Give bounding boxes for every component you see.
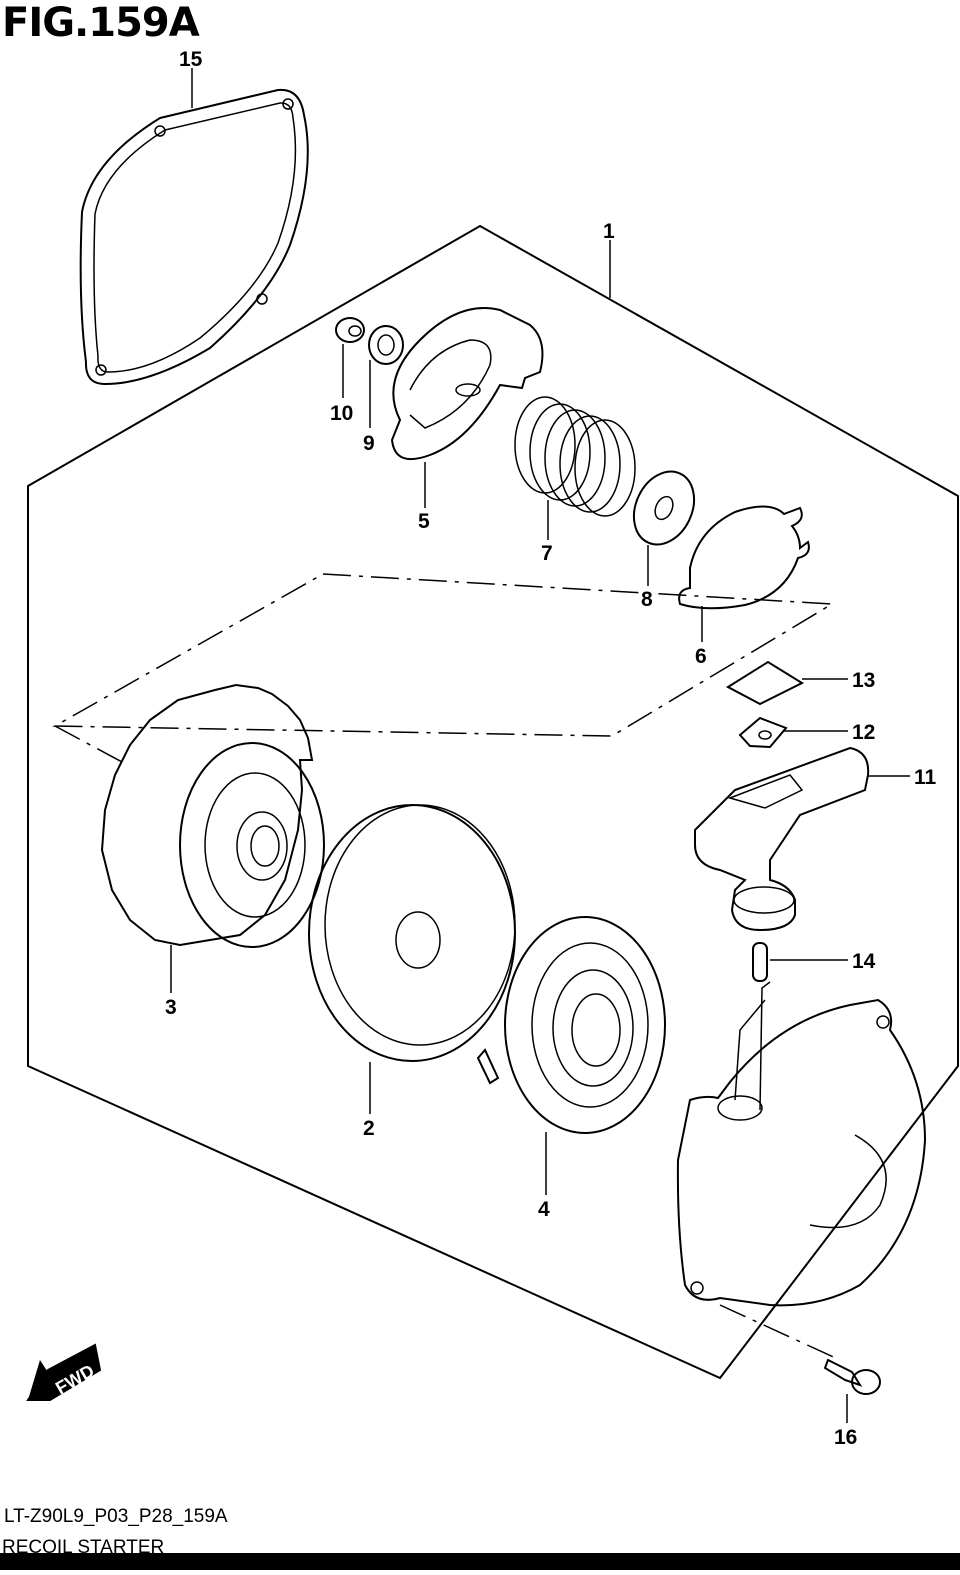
figure-code: LT-Z90L9_P03_P28_159A — [4, 1506, 228, 1527]
part-cap — [738, 716, 788, 749]
part-handle — [694, 746, 870, 932]
leader-lines — [170, 68, 910, 1423]
part-starter-case — [676, 981, 927, 1307]
callout-11: 11 — [914, 766, 937, 789]
callout-10: 10 — [330, 402, 353, 425]
callout-13: 13 — [852, 669, 875, 692]
callout-15: 15 — [179, 48, 203, 71]
part-pad — [726, 660, 805, 706]
figure-footer: RECOIL STARTER — [2, 1537, 165, 1554]
part-bolt — [823, 1358, 881, 1395]
part-guide-plate — [390, 307, 544, 460]
callout-7: 7 — [541, 542, 553, 565]
part-gasket — [79, 88, 309, 386]
part-pin — [752, 942, 768, 982]
callout-9: 9 — [363, 432, 375, 455]
part-washer-small — [368, 325, 404, 365]
figure-title: FIG.159A — [2, 0, 200, 46]
bottom-bar — [0, 1553, 960, 1570]
part-ratchet-gear — [100, 683, 325, 948]
part-coil-spring — [514, 396, 636, 517]
callout-12: 12 — [852, 721, 875, 744]
inner-dashdot-outline — [52, 573, 835, 737]
callout-3: 3 — [165, 996, 177, 1019]
callout-1: 1 — [603, 220, 615, 243]
part-recoil-spring — [476, 916, 666, 1134]
callout-labels: 1 2 3 4 5 6 7 8 9 10 11 12 13 14 15 16 — [165, 48, 937, 1449]
callout-5: 5 — [418, 510, 430, 533]
assembly-outline — [27, 224, 959, 1380]
part-friction-spring — [678, 505, 810, 610]
callout-4: 4 — [538, 1198, 550, 1221]
callout-6: 6 — [695, 645, 707, 668]
part-washer-large — [632, 470, 696, 546]
callout-2: 2 — [363, 1117, 375, 1140]
part-nut — [335, 317, 365, 343]
part-reel — [308, 804, 516, 1062]
callout-14: 14 — [852, 950, 876, 973]
fwd-arrow-icon: FWD — [26, 1343, 102, 1401]
callout-8: 8 — [641, 588, 653, 611]
callout-16: 16 — [834, 1426, 857, 1449]
